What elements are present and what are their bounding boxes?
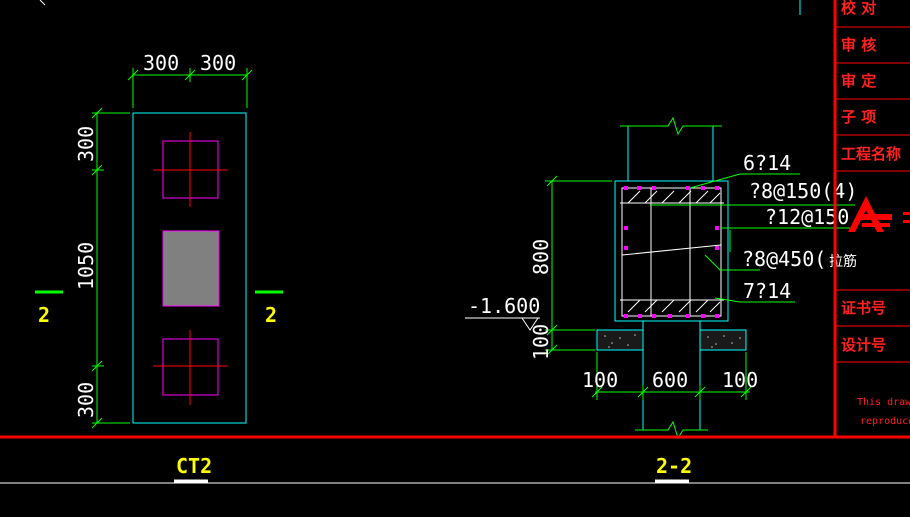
pile-bottom xyxy=(153,330,228,405)
column-section xyxy=(162,230,220,307)
pile-below xyxy=(642,321,701,430)
rebar-bottom xyxy=(624,314,719,318)
tb-row-reviewed: 审 核 xyxy=(841,36,876,54)
tb-row-certificate-no: 证书号 xyxy=(841,299,886,317)
section-mark-left-label: 2 xyxy=(38,303,50,327)
pile-top xyxy=(153,132,228,207)
tb-notice-line-2: reproduce xyxy=(860,416,910,427)
title-block: 校 对 审 核 审 定 子 项 工程名称 证书号 设计号 This drawi … xyxy=(833,0,910,437)
section-dim-800: 800 xyxy=(529,239,553,275)
rebar-note-5: 7?14 xyxy=(743,279,791,303)
elevation-label: -1.600 xyxy=(468,294,540,318)
pile-cap-outline xyxy=(132,112,247,424)
break-line-bottom xyxy=(635,420,708,440)
section-bottom-dimension xyxy=(591,352,752,400)
top-hatch xyxy=(620,190,724,204)
rebar-note-1: 6?14 xyxy=(743,151,791,175)
plan-left-dimension xyxy=(91,107,130,429)
rebar-note-2: ?8@150(4) xyxy=(749,179,857,203)
section-view: 800 100 -1.600 100 600 100 xyxy=(465,116,857,440)
company-logo xyxy=(848,196,910,232)
corner-mark xyxy=(39,0,46,6)
column-above xyxy=(627,126,714,181)
cap-section-outline xyxy=(614,180,729,322)
elevation-marker xyxy=(465,317,540,331)
section-mark-right-label: 2 xyxy=(265,303,277,327)
rebar-note-4: ?8@450( xyxy=(742,247,826,271)
tb-row-project-name: 工程名称 xyxy=(841,145,901,163)
tb-row-design-no: 设计号 xyxy=(841,336,886,354)
plan-dim-top-1: 300 xyxy=(143,51,179,75)
plan-view: 300 300 300 1050 300 xyxy=(35,51,283,429)
section-dim-bottom-1: 100 xyxy=(582,368,618,392)
tb-row-checked: 校 对 xyxy=(841,0,876,17)
rebar-note-3: ?12@150 xyxy=(765,205,849,229)
tb-row-approved: 审 定 xyxy=(841,72,876,90)
rebar-note-4-suffix: 拉筋 xyxy=(829,253,857,270)
plan-dim-left-3: 300 xyxy=(74,382,98,418)
break-line-top xyxy=(620,116,722,136)
section-left-dimension xyxy=(545,175,612,356)
rebar-top xyxy=(624,186,719,190)
plan-dim-left-2: 1050 xyxy=(74,242,98,290)
stirrup-outline xyxy=(621,187,722,317)
bedding-right xyxy=(699,329,747,351)
bedding-speckle xyxy=(604,334,741,348)
section-dim-100: 100 xyxy=(529,324,553,360)
rebar-middle xyxy=(624,226,719,250)
caption-plan: CT2 xyxy=(176,454,212,478)
caption-section: 2-2 xyxy=(656,454,692,478)
tb-row-subitem: 子 项 xyxy=(841,108,876,126)
plan-top-dimension xyxy=(127,68,253,108)
plan-dim-top-2: 300 xyxy=(200,51,236,75)
section-dim-bottom-3: 100 xyxy=(722,368,758,392)
inner-ties xyxy=(621,188,722,316)
tb-notice-line-1: This drawi xyxy=(857,397,910,408)
rebar-leaders xyxy=(650,173,855,303)
section-dim-bottom-2: 600 xyxy=(652,368,688,392)
plan-dim-left-1: 300 xyxy=(74,126,98,162)
bedding-left xyxy=(596,329,644,351)
bottom-hatch xyxy=(620,299,724,313)
